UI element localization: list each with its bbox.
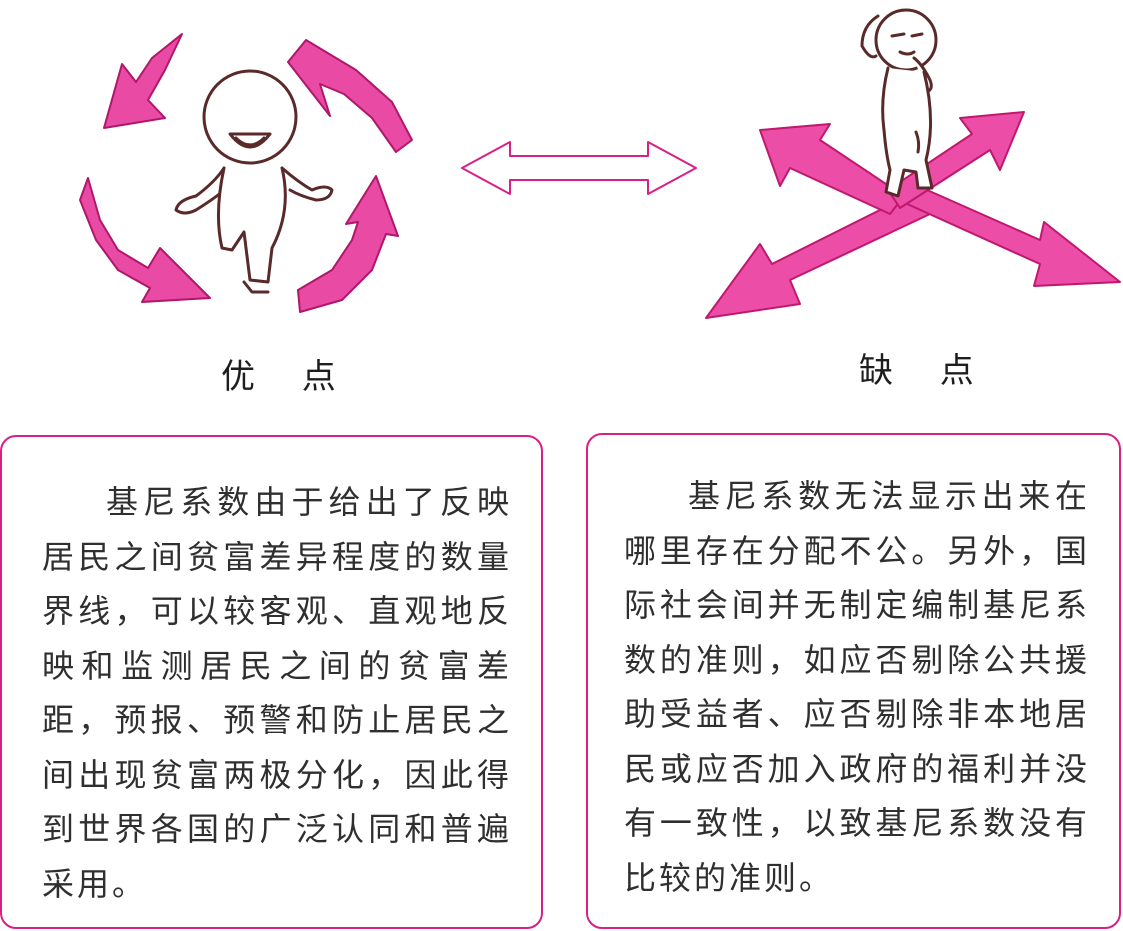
disadvantages-label: 缺 点: [859, 351, 992, 391]
advantages-text: 基尼系数由于给出了反映居民之间贫富差异程度的数量界线，可以较客观、直观地反映和监…: [42, 483, 512, 903]
cycle-arrows-icon: [79, 33, 413, 313]
double-arrow-icon: [461, 141, 697, 195]
disadvantages-text: 基尼系数无法显示出来在哪里存在分配不公。另外，国际社会间并无制定编制基尼系数的准…: [624, 477, 1090, 897]
advantages-label: 优 点: [221, 357, 354, 397]
happy-figure-icon: [174, 69, 334, 294]
illustration-area: [79, 8, 1121, 319]
disadvantages-card: 基尼系数无法显示出来在哪里存在分配不公。另外，国际社会间并无制定编制基尼系数的准…: [586, 433, 1121, 929]
advantages-card: 基尼系数由于给出了反映居民之间贫富差异程度的数量界线，可以较客观、直观地反映和监…: [0, 435, 543, 929]
confused-figure-icon: [860, 8, 938, 198]
